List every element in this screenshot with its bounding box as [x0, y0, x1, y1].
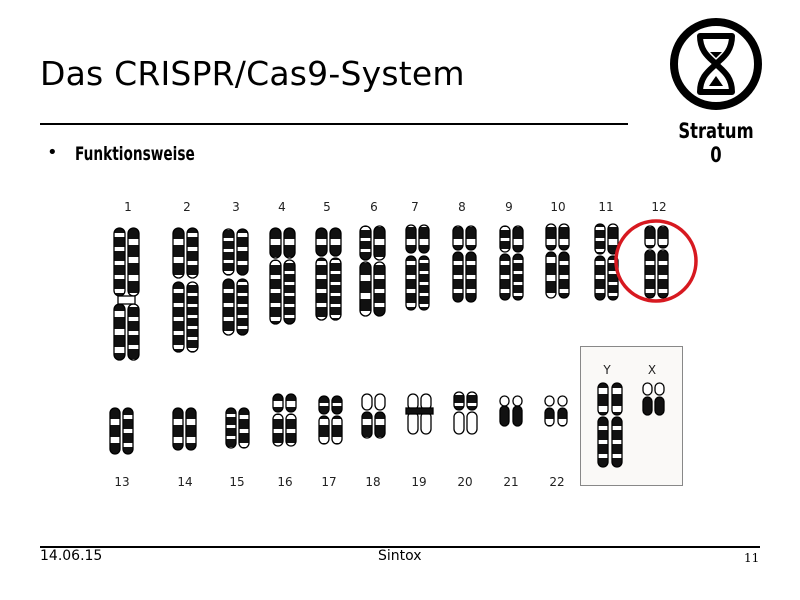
- chromosome-label: 18: [365, 475, 381, 489]
- sex-chromosome-label-y: Y: [603, 363, 611, 377]
- chromosome-label: 20: [457, 475, 473, 489]
- sex-chromosome-drawings: [597, 382, 665, 468]
- bullet-marker: •: [47, 142, 58, 163]
- footer-divider: [40, 546, 760, 548]
- stratum0-logo: Stratum 0: [666, 16, 766, 167]
- footer-date: 14.06.15: [40, 548, 103, 564]
- chromosome-label: 4: [278, 200, 286, 214]
- chromosome-label: 22: [549, 475, 565, 489]
- chromosome-label: 14: [177, 475, 193, 489]
- chromosome-label: 19: [411, 475, 427, 489]
- chromosome-label: 21: [503, 475, 519, 489]
- chromosome-label: 11: [598, 200, 614, 214]
- chromosome-label: 17: [321, 475, 337, 489]
- chromosome-label: 9: [505, 200, 513, 214]
- chromosome-label: 8: [458, 200, 466, 214]
- chromosome-label: 6: [370, 200, 378, 214]
- chromosome-label: 7: [411, 200, 419, 214]
- chromosome-label: 2: [183, 200, 191, 214]
- chromosome-label: 5: [323, 200, 331, 214]
- highlight-circle: [614, 219, 698, 303]
- chromosome-label: 1: [124, 200, 132, 214]
- slide-title: Das CRISPR/Cas9-System: [40, 54, 465, 93]
- chromosome-label: 13: [114, 475, 130, 489]
- page-number: 11: [744, 551, 760, 565]
- chromosome-label: 15: [229, 475, 245, 489]
- sex-chromosome-box: Y X: [580, 346, 683, 486]
- sex-chromosome-label-x: X: [647, 363, 657, 377]
- chromosome-label: 3: [232, 200, 240, 214]
- chromosome-label: 12: [651, 200, 667, 214]
- chromosome-label: 10: [550, 200, 566, 214]
- hourglass-in-circle-icon: [670, 18, 762, 110]
- chromosome-label: 16: [277, 475, 293, 489]
- bullet-text: Funktionsweise: [75, 143, 195, 165]
- footer-author: Sintox: [378, 548, 422, 564]
- title-divider: [40, 123, 628, 125]
- logo-text: Stratum 0: [678, 119, 754, 167]
